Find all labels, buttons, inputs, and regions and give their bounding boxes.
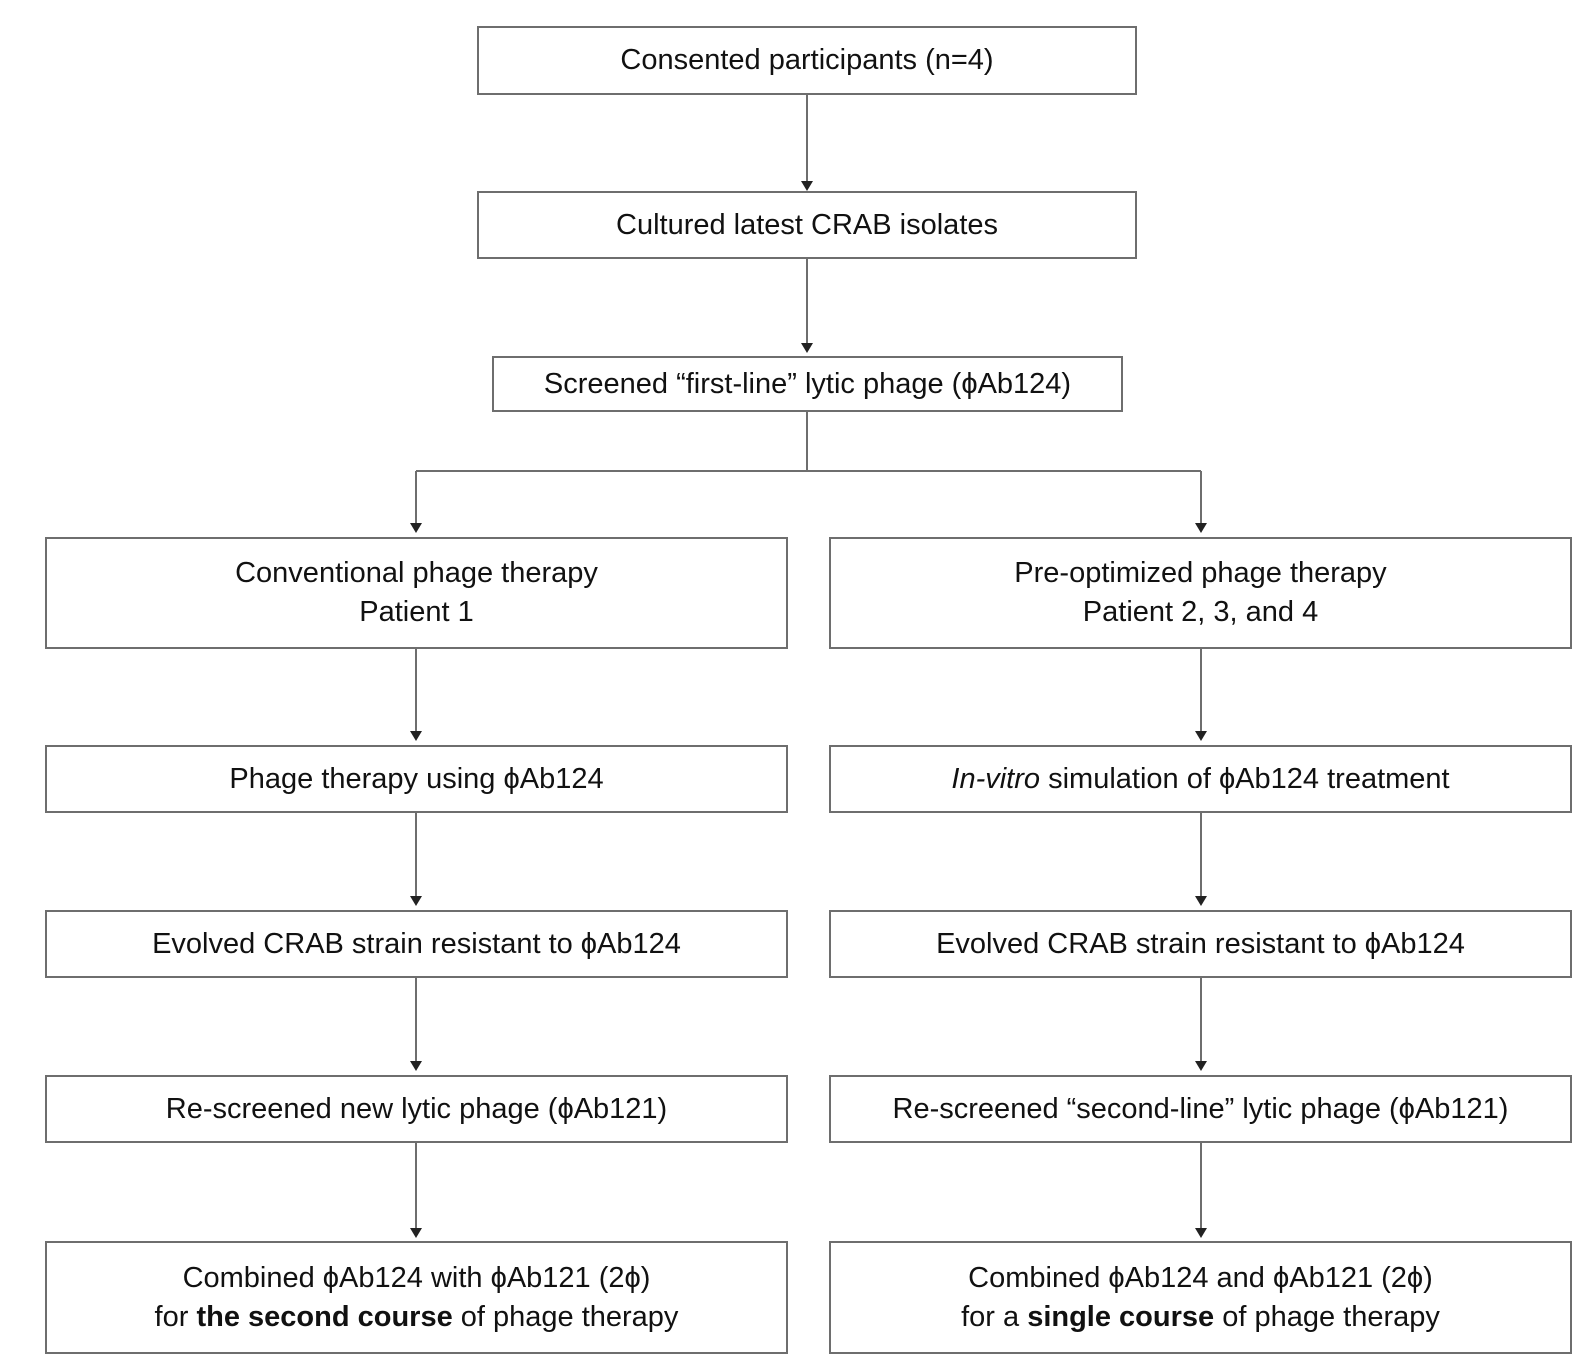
preoptimized-therapy-title: Pre-optimized phage therapy: [1014, 557, 1387, 589]
invitro-italic: In-vitro: [951, 762, 1041, 795]
right-evolved-strain-label: Evolved CRAB strain resistant to ϕAb124: [936, 927, 1465, 960]
left-combined-line1: Combined ϕAb124 with ϕAb121 (2ϕ): [182, 1261, 651, 1294]
left-phage-therapy-label: Phage therapy using ϕAb124: [229, 762, 604, 795]
left-combined-box: Combined ϕAb124 with ϕAb121 (2ϕ) for the…: [45, 1241, 788, 1354]
first-line-phage-box: Screened “first-line” lytic phage (ϕAb12…: [492, 356, 1123, 412]
preoptimized-therapy-box: Pre-optimized phage therapy Patient 2, 3…: [829, 537, 1572, 649]
right-combined-line2: for a single course of phage therapy: [961, 1300, 1440, 1333]
right-evolved-strain-box: Evolved CRAB strain resistant to ϕAb124: [829, 910, 1572, 978]
right-combined-box: Combined ϕAb124 and ϕAb121 (2ϕ) for a si…: [829, 1241, 1572, 1354]
left-evolved-strain-label: Evolved CRAB strain resistant to ϕAb124: [152, 927, 681, 960]
first-line-phage-label: Screened “first-line” lytic phage (ϕAb12…: [543, 367, 1072, 400]
left-combined-bold: the second course: [196, 1300, 453, 1333]
left-phage-therapy-box: Phage therapy using ϕAb124: [45, 745, 788, 813]
conventional-therapy-title: Conventional phage therapy: [235, 557, 598, 589]
conventional-therapy-patients: Patient 1: [359, 596, 474, 628]
left-rescreened-label: Re-screened new lytic phage (ϕAb121): [165, 1092, 668, 1125]
right-combined-line1: Combined ϕAb124 and ϕAb121 (2ϕ): [968, 1261, 1433, 1294]
preoptimized-therapy-patients: Patient 2, 3, and 4: [1082, 596, 1319, 628]
right-invitro-label: In-vitro simulation of ϕAb124 treatment: [951, 762, 1450, 795]
left-rescreened-box: Re-screened new lytic phage (ϕAb121): [45, 1075, 788, 1143]
right-combined-bold: single course: [1027, 1300, 1215, 1333]
conventional-therapy-box: Conventional phage therapy Patient 1: [45, 537, 788, 649]
consented-participants-box: Consented participants (n=4): [477, 26, 1137, 95]
right-rescreened-label: Re-screened “second-line” lytic phage (ϕ…: [892, 1092, 1509, 1125]
right-invitro-box: In-vitro simulation of ϕAb124 treatment: [829, 745, 1572, 813]
cultured-isolates-box: Cultured latest CRAB isolates: [477, 191, 1137, 259]
right-rescreened-box: Re-screened “second-line” lytic phage (ϕ…: [829, 1075, 1572, 1143]
left-evolved-strain-box: Evolved CRAB strain resistant to ϕAb124: [45, 910, 788, 978]
left-combined-line2: for the second course of phage therapy: [154, 1300, 679, 1333]
consented-participants-label: Consented participants (n=4): [620, 44, 994, 76]
cultured-isolates-label: Cultured latest CRAB isolates: [616, 208, 998, 241]
